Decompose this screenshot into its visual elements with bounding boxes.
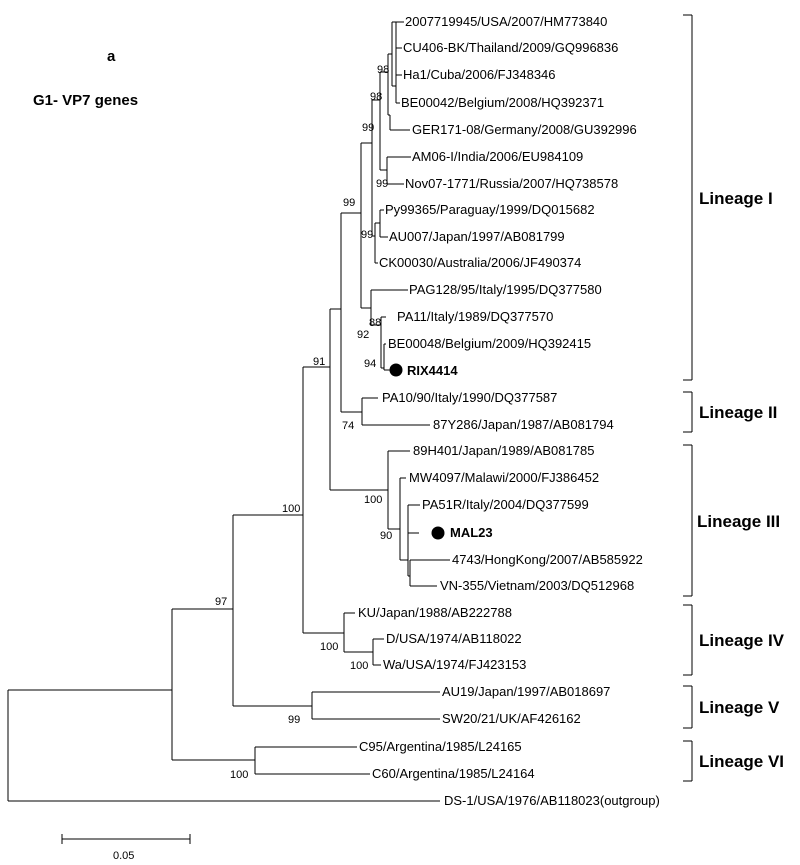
taxon-label: PA11/Italy/1989/DQ377570 (397, 309, 553, 324)
taxon-label: 89H401/Japan/1989/AB081785 (413, 443, 594, 458)
taxon-label-highlight: MAL23 (450, 525, 493, 540)
bootstrap-value: 88 (369, 317, 381, 329)
bootstrap-value: 100 (230, 769, 248, 781)
bootstrap-value: 100 (350, 660, 368, 672)
taxon-label: Ha1/Cuba/2006/FJ348346 (403, 67, 556, 82)
bootstrap-value: 91 (313, 356, 325, 368)
tree-branches (7, 21, 450, 802)
scale-bar: 0.05 (61, 834, 191, 862)
taxon-label: VN-355/Vietnam/2003/DQ512968 (440, 578, 634, 593)
bootstrap-value: 99 (288, 714, 300, 726)
highlight-dot-mal23 (431, 526, 445, 540)
taxon-label: SW20/21/UK/AF426162 (442, 711, 581, 726)
bootstrap-value: 98 (377, 64, 389, 76)
lineage-label: Lineage II (699, 403, 777, 422)
lineage-label: Lineage VI (699, 752, 784, 771)
highlight-dot-rix4414 (389, 363, 403, 377)
bootstrap-value: 100 (364, 494, 382, 506)
figure-title: G1- VP7 genes (33, 92, 138, 109)
taxon-labels: 2007719945/USA/2007/HM773840 CU406-BK/Th… (358, 14, 660, 808)
bootstrap-value: 97 (215, 596, 227, 608)
bootstrap-values: 98 98 99 99 99 99 88 92 94 91 74 100 90 … (215, 64, 392, 781)
taxon-label: 4743/HongKong/2007/AB585922 (452, 552, 643, 567)
taxon-label: CU406-BK/Thailand/2009/GQ996836 (403, 40, 618, 55)
taxon-label: PA51R/Italy/2004/DQ377599 (422, 497, 589, 512)
panel-label: a (107, 48, 116, 65)
taxon-label: 2007719945/USA/2007/HM773840 (405, 14, 607, 29)
taxon-label: BE00048/Belgium/2009/HQ392415 (388, 336, 591, 351)
taxon-label: AU007/Japan/1997/AB081799 (389, 229, 565, 244)
taxon-label: Py99365/Paraguay/1999/DQ015682 (385, 202, 595, 217)
taxon-label: Wa/USA/1974/FJ423153 (383, 657, 526, 672)
taxon-label: BE00042/Belgium/2008/HQ392371 (401, 95, 604, 110)
lineage-label: Lineage I (699, 189, 773, 208)
taxon-label: AM06-I/India/2006/EU984109 (412, 149, 583, 164)
lineage-label: Lineage IV (699, 631, 785, 650)
bootstrap-value: 99 (362, 122, 374, 134)
bootstrap-value: 74 (342, 420, 354, 432)
bootstrap-value: 99 (361, 229, 373, 241)
bootstrap-value: 94 (364, 358, 376, 370)
taxon-label: D/USA/1974/AB118022 (386, 631, 522, 646)
taxon-label: KU/Japan/1988/AB222788 (358, 605, 512, 620)
bootstrap-value: 100 (282, 503, 300, 515)
taxon-label: PA10/90/Italy/1990/DQ377587 (382, 390, 557, 405)
lineage-brackets (683, 14, 693, 782)
taxon-label: AU19/Japan/1997/AB018697 (442, 684, 610, 699)
taxon-label: Nov07-1771/Russia/2007/HQ738578 (405, 176, 618, 191)
lineage-label: Lineage III (697, 512, 780, 531)
bootstrap-value: 90 (380, 530, 392, 542)
taxon-label: MW4097/Malawi/2000/FJ386452 (409, 470, 599, 485)
bootstrap-value: 98 (370, 91, 382, 103)
scale-bar-label: 0.05 (113, 850, 134, 862)
taxon-label: PAG128/95/Italy/1995/DQ377580 (409, 282, 602, 297)
bootstrap-value: 92 (357, 329, 369, 341)
taxon-label: DS-1/USA/1976/AB118023(outgroup) (444, 793, 660, 808)
taxon-label-highlight: RIX4414 (407, 363, 458, 378)
taxon-label: C60/Argentina/1985/L24164 (372, 766, 535, 781)
taxon-label: 87Y286/Japan/1987/AB081794 (433, 417, 614, 432)
lineage-labels: Lineage I Lineage II Lineage III Lineage… (697, 189, 785, 771)
taxon-label: GER171-08/Germany/2008/GU392996 (412, 122, 637, 137)
bootstrap-value: 99 (376, 178, 388, 190)
taxon-label: C95/Argentina/1985/L24165 (359, 739, 522, 754)
taxon-label: CK00030/Australia/2006/JF490374 (379, 255, 581, 270)
lineage-label: Lineage V (699, 698, 780, 717)
bootstrap-value: 100 (320, 641, 338, 653)
bootstrap-value: 99 (343, 197, 355, 209)
